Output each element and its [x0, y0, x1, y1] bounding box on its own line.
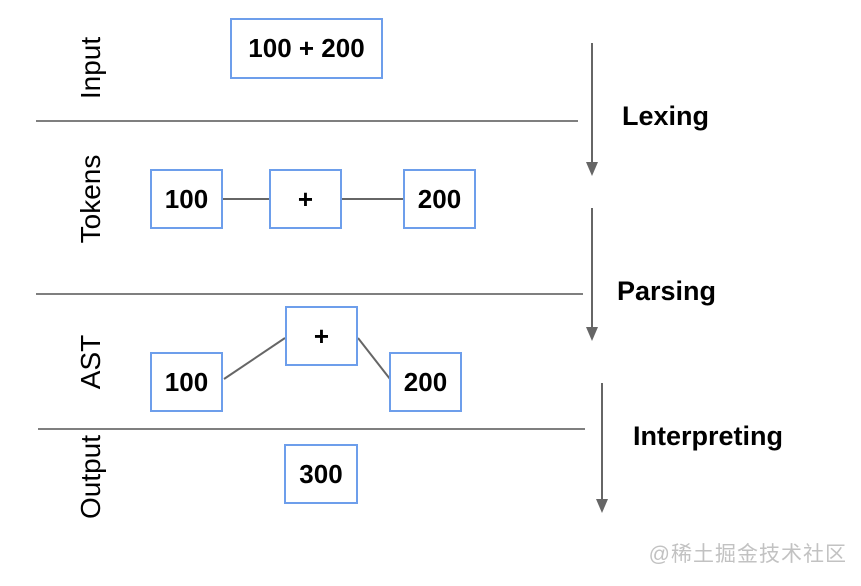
token-text: 100 [164, 183, 209, 214]
ast-node-text: 100 [164, 366, 209, 397]
stage-label-lexing: Lexing [622, 101, 710, 131]
interpreting-arrow-icon [596, 383, 608, 513]
watermark-text: @稀土掘金技术社区 [648, 543, 847, 566]
ast-edge-left [223, 337, 286, 380]
token-connector-line [342, 198, 403, 200]
input-expression-text: 100 + 200 [248, 33, 365, 63]
section-label-ast: AST [75, 334, 106, 390]
divider-input-tokens [36, 120, 578, 122]
token-box-200: 200 [403, 169, 476, 229]
token-box-100: 100 [150, 169, 223, 229]
input-expression-box: 100 + 200 [230, 18, 383, 79]
ast-node-text: + [313, 320, 330, 351]
lexing-arrow-icon [586, 43, 598, 176]
output-result-box: 300 [284, 444, 358, 504]
ast-edges [223, 337, 391, 380]
token-text: 200 [417, 183, 462, 214]
ast-node-root: + [285, 306, 358, 366]
section-label-input: Input [75, 36, 106, 100]
token-text: + [297, 183, 314, 214]
divider-tokens-ast [36, 293, 583, 295]
stage-label-parsing: Parsing [617, 276, 717, 306]
ast-node-right: 200 [389, 352, 462, 412]
ast-node-text: 200 [403, 366, 448, 397]
section-label-tokens: Tokens [75, 154, 106, 244]
divider-ast-output [38, 428, 585, 430]
section-label-output: Output [75, 434, 106, 520]
token-connector-line [223, 198, 269, 200]
parsing-arrow-icon [586, 208, 598, 341]
stage-label-interpreting: Interpreting [633, 421, 784, 451]
output-result-text: 300 [299, 458, 343, 489]
token-box-plus: + [269, 169, 342, 229]
ast-node-left: 100 [150, 352, 223, 412]
ast-edge-right [357, 337, 391, 380]
